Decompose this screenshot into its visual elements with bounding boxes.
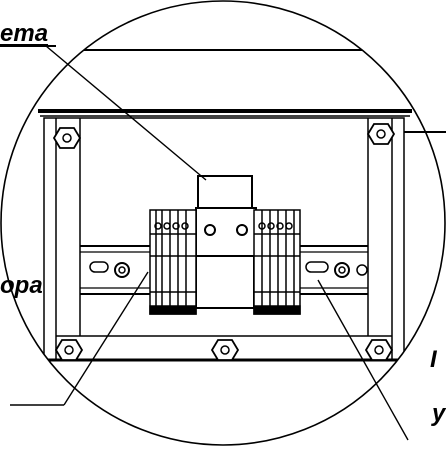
central-device	[195, 175, 257, 309]
bolt-top-right	[366, 123, 396, 145]
bolt-bottom-center	[210, 339, 240, 361]
leader-top-left	[45, 45, 207, 181]
label-right-edge: I	[430, 346, 437, 373]
bolt-bottom-right	[364, 339, 394, 361]
label-top-left: ета	[0, 20, 49, 47]
terminal-bank-right	[253, 209, 301, 315]
terminal-bank-left	[149, 209, 197, 315]
bolt-bottom-left	[54, 339, 84, 361]
label-bottom-right: у	[432, 400, 446, 427]
label-mid-left: ора	[0, 272, 43, 299]
leader-bottom-right	[317, 279, 409, 441]
leader-mid-left	[63, 271, 149, 406]
bolt-top-left	[52, 127, 82, 149]
